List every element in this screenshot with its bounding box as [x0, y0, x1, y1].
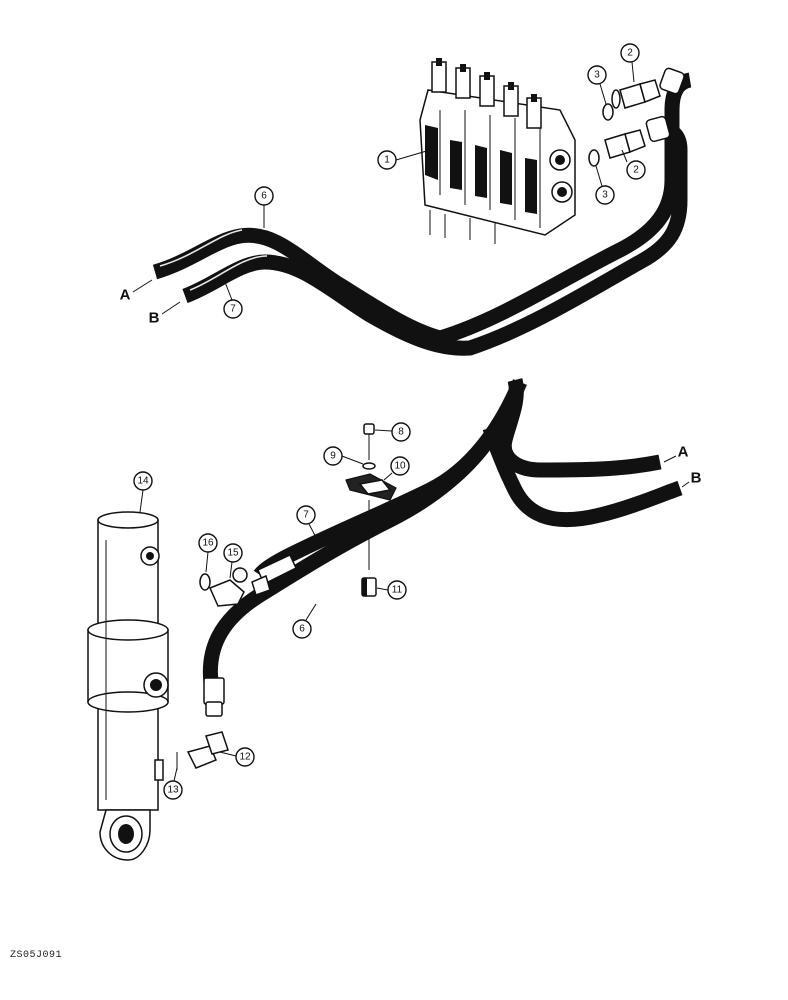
callout-oring-upper: 3 [587, 65, 607, 105]
hydraulic-cylinder [87, 511, 169, 861]
callout-label: 8 [398, 427, 404, 438]
callout-label: 11 [392, 585, 403, 596]
callout-label: 7 [303, 510, 309, 521]
callout-label: 15 [227, 548, 239, 559]
callout-label: 12 [239, 752, 251, 763]
lower-hose-fittings [203, 554, 297, 717]
callout-label: 6 [299, 624, 305, 635]
callout-label: 14 [137, 476, 149, 487]
callout-adapter-lower: 2 [621, 149, 646, 180]
hose-end-b-lower: B [691, 470, 702, 487]
callout-elbow-lower: 12 [219, 747, 255, 767]
callout-label: 2 [627, 48, 633, 59]
callout-label: 13 [167, 785, 179, 796]
callout-nut: 11 [376, 580, 407, 600]
callout-hose-6-upper: 6 [254, 186, 274, 228]
callout-adapter-upper: 2 [620, 43, 640, 83]
upper-adapter-fittings [588, 79, 661, 167]
callout-label: 9 [330, 451, 336, 462]
callout-label: 3 [602, 190, 608, 201]
callout-hose-7-lower: 7 [296, 505, 321, 546]
callout-oring-lower: 3 [595, 165, 615, 205]
callout-oring-cyl-upper: 16 [198, 533, 218, 573]
hose-end-a-lower: A [678, 444, 689, 461]
callout-label: 16 [202, 538, 214, 549]
callout-label: 7 [230, 304, 236, 315]
callout-elbow-upper: 15 [223, 543, 243, 579]
callout-cylinder: 14 [133, 471, 153, 513]
lower-elbow-fitting [176, 731, 229, 770]
callout-oring-cyl-lower: 13 [163, 767, 183, 800]
callout-clamp: 10 [383, 456, 410, 481]
drawing-code: ZS05J091 [10, 950, 63, 961]
callout-label: 10 [394, 461, 406, 472]
callout-washer: 9 [323, 446, 364, 466]
callout-valve: 1 [377, 149, 431, 170]
callout-label: 1 [384, 155, 390, 166]
control-valve [419, 58, 576, 244]
clamp-assembly [345, 423, 397, 597]
lower-hose-b [202, 425, 683, 713]
callout-label: 2 [633, 165, 639, 176]
callout-label: 6 [261, 191, 267, 202]
hose-end-a-upper: A [120, 287, 131, 304]
upper-hose-7 [182, 115, 688, 356]
upper-elbow-fitting [199, 567, 248, 607]
hose-end-labels: A B A B [120, 279, 702, 488]
callout-bolt: 8 [374, 422, 411, 442]
hose-end-b-upper: B [149, 310, 160, 327]
callout-hose-7-upper: 7 [223, 281, 243, 319]
callout-label: 3 [594, 70, 600, 81]
callout-hose-6-lower: 6 [292, 603, 317, 639]
